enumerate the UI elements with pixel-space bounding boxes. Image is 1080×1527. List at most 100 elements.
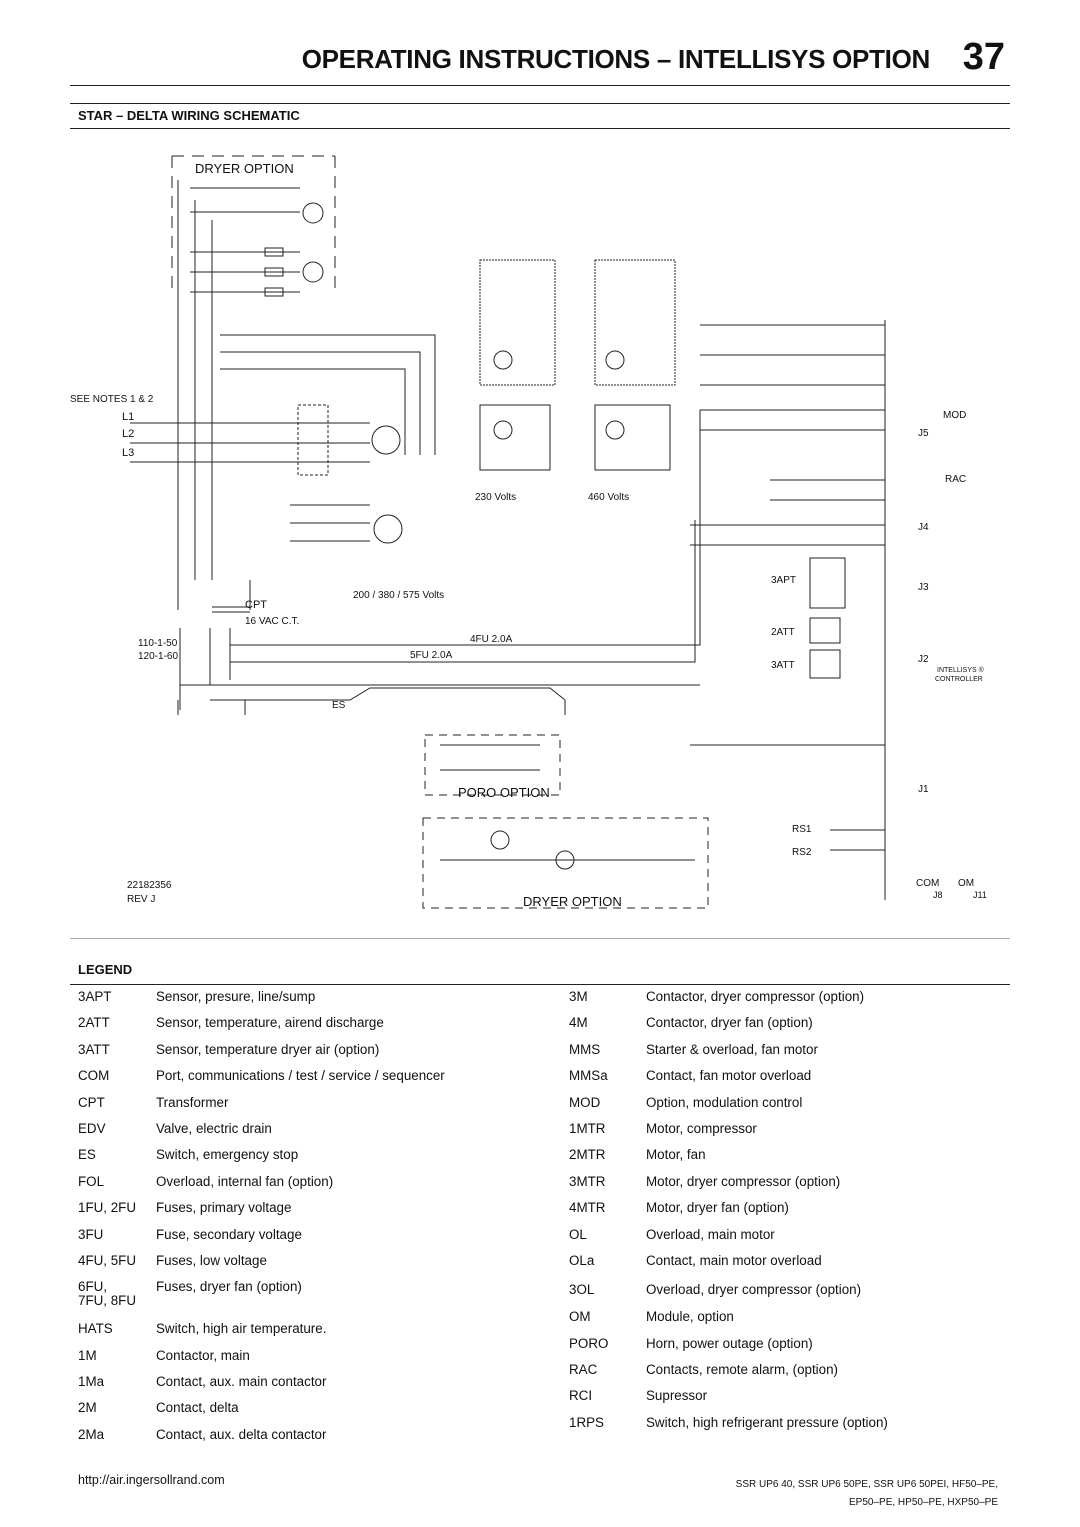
legend-desc: Contactor, dryer compressor (option)	[646, 989, 865, 1004]
legend-row: PORO Horn, power outage (option)	[569, 1336, 1009, 1362]
rs2-label: RS2	[792, 847, 812, 858]
legend-row: EDV Valve, electric drain	[78, 1121, 558, 1147]
legend-code: 1FU, 2FU	[78, 1200, 137, 1216]
legend-code: 2ATT	[78, 1015, 110, 1031]
section-rule-top	[70, 103, 1010, 104]
legend-desc: Motor, dryer fan (option)	[646, 1200, 789, 1216]
legend-code: EDV	[78, 1120, 106, 1136]
legend-desc: Transformer	[156, 1094, 229, 1110]
legend-code: 3OL	[569, 1282, 595, 1298]
legend-code: COM	[78, 1068, 110, 1084]
legend-code: CPT	[78, 1094, 105, 1110]
controller-label-1: INTELLISYS ®	[937, 666, 985, 674]
header-thin-rule	[70, 85, 1010, 86]
section-title: STAR – DELTA WIRING SCHEMATIC	[78, 108, 300, 123]
volts-multi-label: 200 / 380 / 575 Volts	[353, 590, 444, 601]
cpt-label: CPT	[245, 599, 267, 611]
legend-desc: Contact, aux. delta contactor	[156, 1426, 327, 1442]
page-title: OPERATING INSTRUCTIONS – INTELLISYS OPTI…	[301, 44, 931, 74]
om-label: OM	[958, 878, 974, 889]
legend-title: LEGEND	[78, 962, 133, 977]
see-notes-label: SEE NOTES 1 & 2	[70, 394, 154, 405]
legend-desc: Overload, internal fan (option)	[156, 1173, 334, 1189]
footer-models-line-2: EP50–PE, HP50–PE, HXP50–PE	[849, 1497, 998, 1508]
legend-divider	[70, 984, 1010, 985]
legend-code: ES	[78, 1147, 96, 1163]
legend-row: 4FU, 5FU Fuses, low voltage	[78, 1253, 558, 1279]
legend-desc: Supressor	[646, 1388, 708, 1404]
legend-code: 4FU, 5FU	[78, 1252, 137, 1268]
fuse-5-label: 5FU 2.0A	[410, 650, 453, 661]
att3-label: 3ATT	[771, 660, 795, 671]
legend-row: COM Port, communications / test / service…	[78, 1068, 558, 1094]
j5-label: J5	[918, 428, 929, 439]
legend-code: 4M	[569, 1015, 588, 1031]
drawing-number: 22182356	[127, 880, 172, 891]
controller-label-2: CONTROLLER	[935, 676, 983, 683]
j11-label: J11	[973, 890, 987, 900]
legend-code: OL	[569, 1226, 587, 1242]
legend-desc: Overload, dryer compressor (option)	[646, 1282, 862, 1298]
legend-code: 1MTR	[569, 1120, 606, 1136]
j2-label: J2	[918, 654, 929, 665]
dryer-option-top-label: DRYER OPTION	[195, 161, 294, 176]
legend-code: MOD	[569, 1094, 601, 1110]
legend-desc: Port, communications / test / service / …	[156, 1068, 445, 1084]
legend-desc: Fuses, low voltage	[156, 1252, 267, 1268]
footer-url-link[interactable]: http://air.ingersollrand.com	[78, 1473, 225, 1487]
primary-voltage-1: 110-1-50	[138, 638, 178, 649]
legend-desc: Fuses, primary voltage	[156, 1200, 292, 1216]
apt-label: 3APT	[771, 575, 796, 586]
legend-row: RCI Supressor	[569, 1388, 1009, 1414]
legend-desc: Switch, high air temperature.	[156, 1321, 327, 1337]
legend-row: 3OL Overload, dryer compressor (option)	[569, 1279, 1009, 1309]
legend-code: 1RPS	[569, 1414, 604, 1430]
legend-code: OM	[569, 1309, 591, 1325]
legend-desc: Motor, fan	[646, 1147, 706, 1163]
footer-models: SSR UP6 40, SSR UP6 50PE, SSR UP6 50PEI,…	[736, 1476, 998, 1512]
legend-code: FOL	[78, 1173, 105, 1189]
legend-row: 1Ma Contact, aux. main contactor	[78, 1374, 558, 1400]
legend-code: 1Ma	[78, 1374, 105, 1390]
legend-desc: Valve, electric drain	[156, 1120, 272, 1136]
legend-desc: Fuse, secondary voltage	[156, 1226, 302, 1242]
rs1-label: RS1	[792, 824, 812, 835]
legend-desc: Horn, power outage (option)	[646, 1335, 813, 1351]
line-l1-label: L1	[122, 411, 134, 423]
legend-desc: Sensor, temperature dryer air (option)	[156, 1041, 380, 1057]
legend-code: MMSa	[569, 1068, 608, 1084]
drawing-revision: REV J	[127, 894, 155, 905]
legend-divider-top	[70, 938, 1010, 939]
legend-code: 3MTR	[569, 1173, 606, 1189]
legend-desc: Option, modulation control	[646, 1094, 803, 1110]
page-number: 37	[962, 36, 1005, 78]
legend-desc: Contact, main motor overload	[646, 1252, 822, 1268]
rac-label: RAC	[945, 474, 966, 485]
j3-label: J3	[918, 582, 929, 593]
legend-code: 6FU,	[78, 1279, 108, 1295]
legend-desc: Sensor, presure, line/sump	[156, 989, 316, 1004]
legend-code: PORO	[569, 1335, 609, 1351]
legend-code: RCI	[569, 1388, 593, 1404]
legend-desc: Contact, aux. main contactor	[156, 1374, 327, 1390]
legend-desc: Contact, fan motor overload	[646, 1068, 812, 1084]
section-rule-bottom	[70, 128, 1010, 129]
dryer-option-bottom-label: DRYER OPTION	[523, 894, 622, 909]
legend-code: 3ATT	[78, 1041, 110, 1057]
legend-row: FOL Overload, internal fan (option)	[78, 1174, 558, 1200]
legend-row: 1FU, 2FU Fuses, primary voltage	[78, 1200, 558, 1226]
vac-label: 16 VAC C.T.	[245, 616, 299, 627]
